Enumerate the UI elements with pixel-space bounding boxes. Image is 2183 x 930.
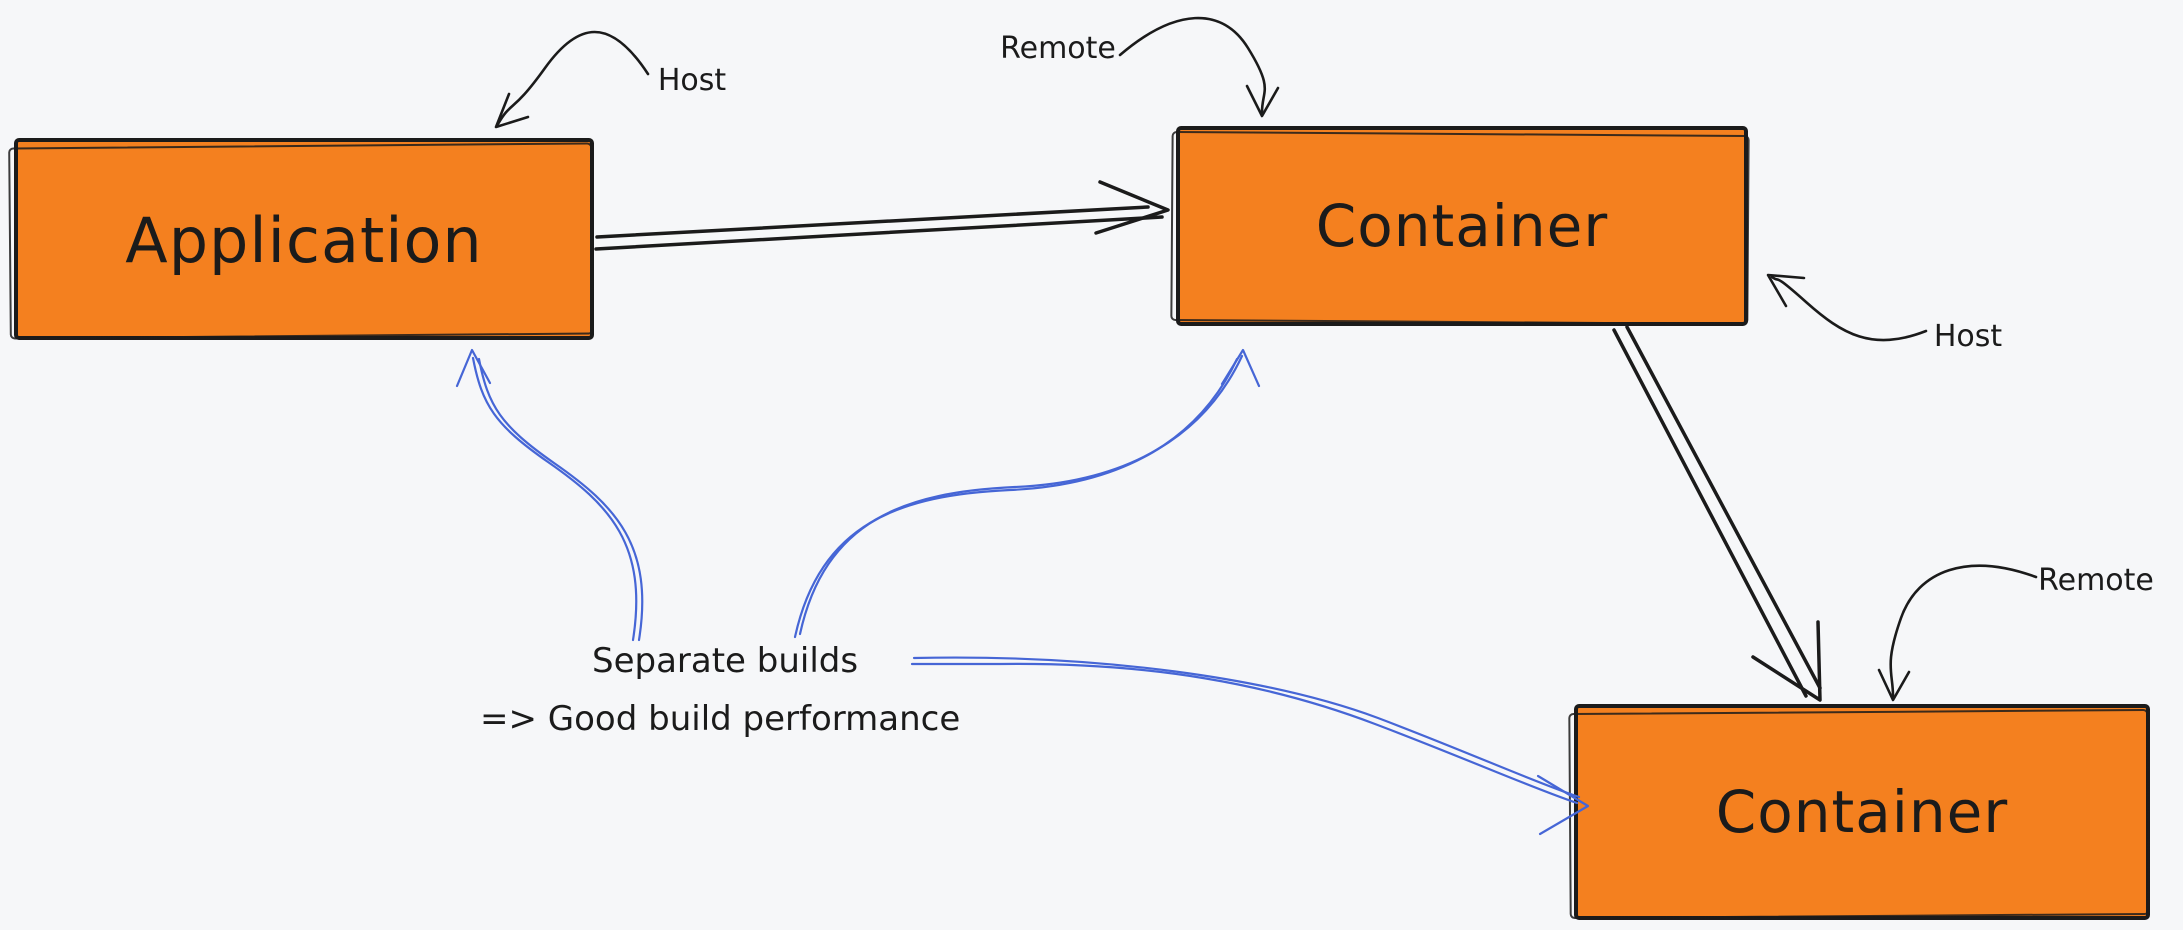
- blue-arrow-bottom-line2: [912, 656, 1581, 799]
- blue-arrowhead-up-right-icon: [1220, 348, 1261, 388]
- blue-arrow-to-container-top[interactable]: [793, 348, 1261, 639]
- host-top-label: Host: [658, 63, 727, 98]
- annotation-host-right[interactable]: Host: [1766, 273, 2003, 354]
- blue-arrowhead-right-icon: [1536, 774, 1590, 836]
- arrowhead-down-icon: [1751, 620, 1822, 702]
- remote-top-label: Remote: [1000, 31, 1116, 66]
- application-label: Application: [125, 204, 482, 277]
- arrow-container-to-container[interactable]: [1612, 325, 1822, 702]
- note-line2: => Good build performance: [480, 699, 960, 739]
- container-top-box: [1176, 126, 1748, 326]
- annotation-host-top[interactable]: Host: [494, 30, 727, 129]
- host-right-arrowhead-icon: [1766, 273, 1806, 308]
- arrow-line-left: [1612, 328, 1808, 698]
- blue-arrow-app-line2: [477, 357, 644, 642]
- container-top-box-sketch-border: [1170, 131, 1750, 325]
- host-top-squiggle-arrow: [496, 30, 650, 126]
- blue-arrow-top-line2: [793, 357, 1239, 639]
- remote-bottom-label: Remote: [2038, 563, 2154, 598]
- blue-arrow-to-application[interactable]: [455, 348, 644, 642]
- arrow-application-to-container[interactable]: [594, 180, 1170, 251]
- node-container-bottom[interactable]: Container: [1568, 704, 2150, 920]
- node-application[interactable]: Application: [8, 138, 594, 340]
- annotation-remote-bottom[interactable]: Remote: [1877, 563, 2154, 702]
- remote-bottom-arrowhead-icon: [1877, 668, 1911, 702]
- remote-top-squiggle-arrow: [1118, 16, 1267, 114]
- container-top-label: Container: [1316, 192, 1608, 260]
- blue-arrow-top-line1: [798, 354, 1244, 636]
- annotation-remote-top[interactable]: Remote: [1000, 16, 1280, 118]
- host-top-arrowhead-icon: [494, 92, 530, 129]
- arrow-line-upper: [595, 205, 1150, 239]
- host-right-label: Host: [1934, 319, 2003, 354]
- note-separate-builds[interactable]: Separate builds => Good build performanc…: [480, 641, 960, 739]
- remote-top-arrowhead-icon: [1245, 84, 1280, 118]
- arrow-line-lower: [594, 215, 1164, 251]
- arrow-line-right: [1625, 325, 1822, 690]
- blue-arrow-to-container-bottom[interactable]: [910, 656, 1590, 836]
- note-line1: Separate builds: [592, 641, 858, 681]
- arrowhead-right-icon: [1094, 180, 1170, 235]
- blue-arrow-app-line1: [471, 356, 638, 642]
- application-box-sketch-border: [8, 142, 594, 340]
- blue-arrow-bottom-line1: [910, 662, 1579, 805]
- node-container-top[interactable]: Container: [1170, 126, 1750, 326]
- blue-arrowhead-up-icon: [455, 348, 492, 388]
- container-bottom-label: Container: [1716, 778, 2008, 846]
- host-right-squiggle-arrow: [1770, 275, 1928, 342]
- remote-bottom-squiggle-arrow: [1889, 564, 2038, 698]
